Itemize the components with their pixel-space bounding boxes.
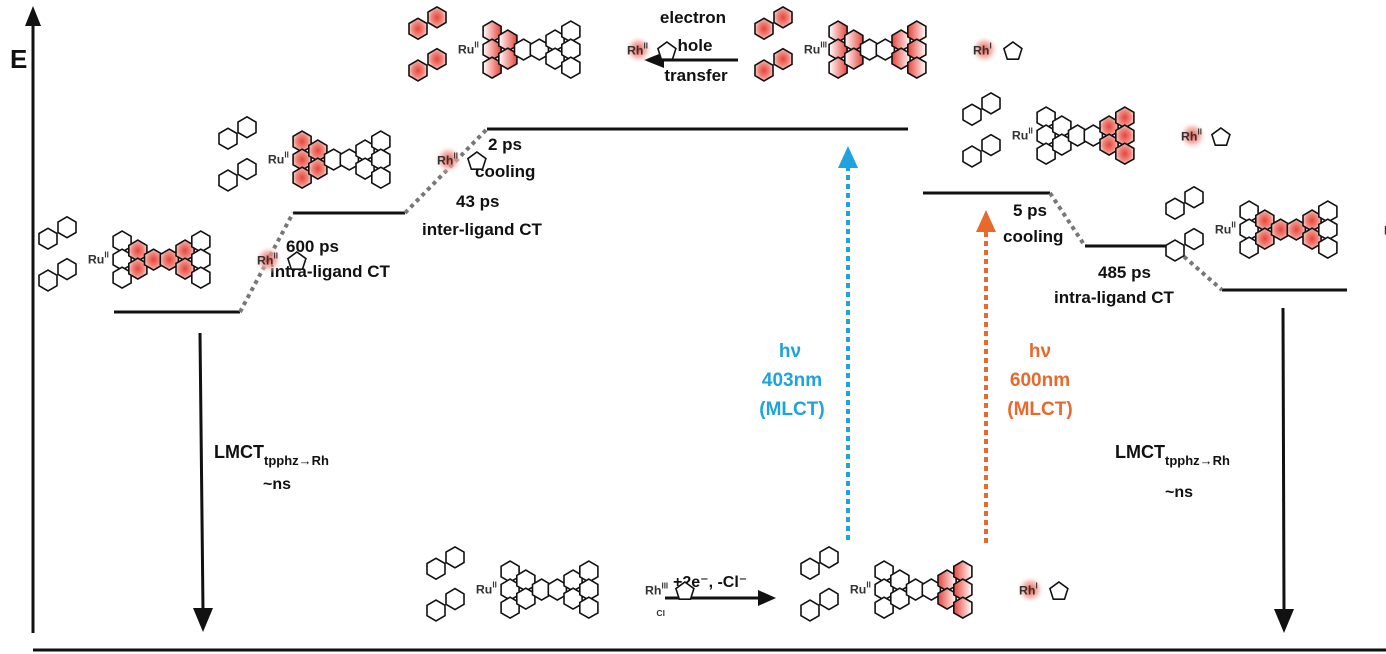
excitation-arrow-blue [838,146,858,540]
step-43ps: 43 ps inter-ligand CT [422,192,543,239]
svg-text:LMCTtpphz→Rh: LMCTtpphz→Rh [214,442,329,468]
svg-text:~ns: ~ns [1165,484,1193,501]
svg-text:2 ps: 2 ps [488,135,522,154]
svg-text:intra-ligand CT: intra-ligand CT [270,262,391,281]
svg-text:RuII: RuII [268,150,289,166]
svg-text:RhI: RhI [973,41,992,57]
molecule-rh-ii-top: RuII RhII [408,5,677,82]
svg-text:5 ps: 5 ps [1013,201,1047,220]
energy-levels [114,127,1347,314]
svg-text:RhII: RhII [437,151,458,167]
svg-text:RuII: RuII [850,580,871,596]
electron-hole-transfer-arrow [644,52,738,68]
svg-text:Cl: Cl [656,608,665,618]
svg-text:43 ps: 43 ps [456,192,499,211]
molecule-rh-i-hot: RuII RhII [962,91,1231,168]
svg-text:RuII: RuII [476,580,497,596]
molecule-ru-iii-top: RuIII RhI [754,5,1023,82]
svg-text:RuII: RuII [88,250,109,266]
excitation-arrow-orange [976,210,996,543]
svg-text:(MLCT): (MLCT) [1007,399,1072,420]
lmct-arrow-left [193,332,213,632]
svg-text:RuII: RuII [1215,220,1236,236]
svg-text:600 ps: 600 ps [286,237,339,256]
molecule-intermediate: RuII RhII [218,115,487,192]
molecule-reactant: RuII RhIII Cl [426,545,695,622]
svg-text:cooling: cooling [1003,227,1063,246]
svg-text:RhII: RhII [1181,127,1202,143]
energy-axis [25,6,41,633]
lmct-label-right: LMCTtpphz→Rh ~ns [1115,442,1230,501]
electron-hole-transfer-label: electron hole transfer [660,8,728,85]
svg-text:intra-ligand CT: intra-ligand CT [1054,288,1175,307]
svg-text:RhII: RhII [1384,221,1386,237]
svg-text:RuII: RuII [1012,126,1033,142]
svg-text:RhII: RhII [257,251,278,267]
svg-text:600nm: 600nm [1010,370,1070,391]
excitation-label-blue: hν 403nm (MLCT) [759,341,824,420]
energy-axis-label: E [10,44,27,74]
svg-text:RhII: RhII [627,41,648,57]
step-2ps: 2 ps cooling [475,135,535,181]
svg-text:RhIII: RhIII [645,581,668,597]
step-5ps: 5 ps cooling [1003,201,1063,246]
svg-text:transfer: transfer [664,66,728,85]
svg-text:(MLCT): (MLCT) [759,399,824,420]
svg-text:403nm: 403nm [762,370,822,391]
svg-text:hole: hole [678,36,713,55]
svg-text:inter-ligand CT: inter-ligand CT [422,220,543,239]
svg-text:cooling: cooling [475,162,535,181]
lmct-arrow-right [1274,307,1294,633]
svg-text:RhI: RhI [1019,581,1038,597]
molecule-product: RuII RhI [800,545,1069,622]
lmct-label-left: LMCTtpphz→Rh ~ns [214,442,329,493]
svg-text:RuII: RuII [458,40,479,56]
svg-text:hν: hν [779,341,801,362]
svg-text:hν: hν [1029,341,1051,362]
molecule-ilct-state: RuII RhII [38,215,307,292]
svg-text:485 ps: 485 ps [1098,263,1151,282]
svg-text:LMCTtpphz→Rh: LMCTtpphz→Rh [1115,442,1230,468]
svg-text:RuIII: RuIII [804,40,827,56]
excitation-label-orange: hν 600nm (MLCT) [1007,341,1072,420]
svg-text:~ns: ~ns [263,476,291,493]
svg-text:electron: electron [660,8,726,27]
step-485ps: 485 ps intra-ligand CT [1054,263,1175,307]
molecule-rh-ii-final: RuII RhII [1165,185,1386,262]
